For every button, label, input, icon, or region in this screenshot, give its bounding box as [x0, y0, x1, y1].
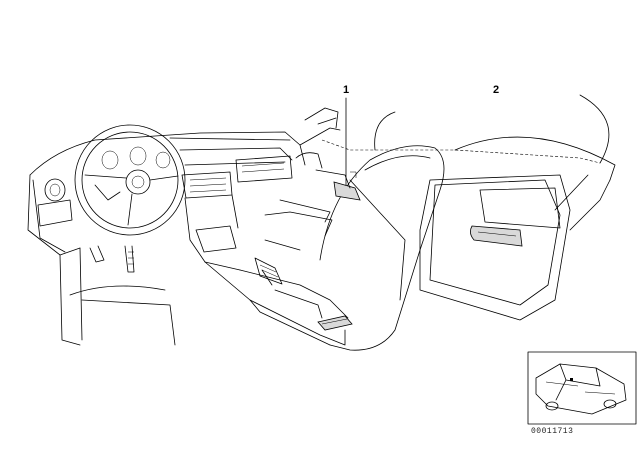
rear-door-panel [321, 94, 616, 321]
inset-car-thumbnail [527, 351, 637, 425]
callout-2: 2 [493, 84, 500, 96]
floor-pedals [59, 245, 176, 346]
dashboard [27, 107, 341, 256]
front-seat [319, 111, 445, 351]
callout-1: 1 [343, 84, 350, 96]
steering-wheel [74, 124, 186, 236]
front-door-handle [315, 169, 361, 201]
document-number: 00011713 [531, 427, 574, 436]
center-console [184, 194, 353, 346]
